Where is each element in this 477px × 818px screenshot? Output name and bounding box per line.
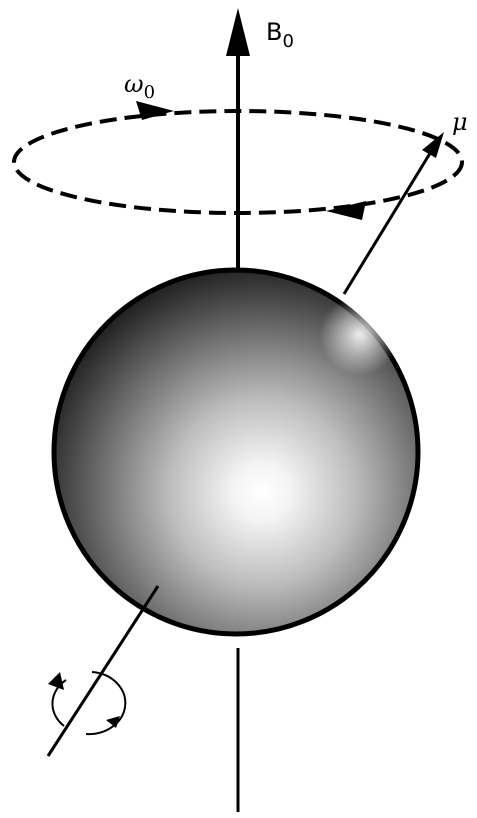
mu-label: μ <box>452 108 468 136</box>
orbit-direction-arrow-front <box>326 201 366 220</box>
spin-rotation-circle <box>86 672 125 734</box>
sphere-rim-highlight <box>320 295 400 375</box>
orbit-direction-arrow-back <box>136 101 174 120</box>
b0-label-main: B <box>266 18 282 46</box>
spin-axis-lower <box>48 586 158 756</box>
b0-label: B0 <box>266 18 294 52</box>
omega0-label-sub: 0 <box>144 82 155 103</box>
omega0-label-main: ω <box>124 70 144 98</box>
moment-vector-upper <box>344 150 432 294</box>
spin-rotation-arrow-left <box>48 672 64 690</box>
omega0-label: ω0 <box>124 70 155 103</box>
b0-arrowhead <box>226 8 250 56</box>
b0-label-sub: 0 <box>282 31 293 52</box>
